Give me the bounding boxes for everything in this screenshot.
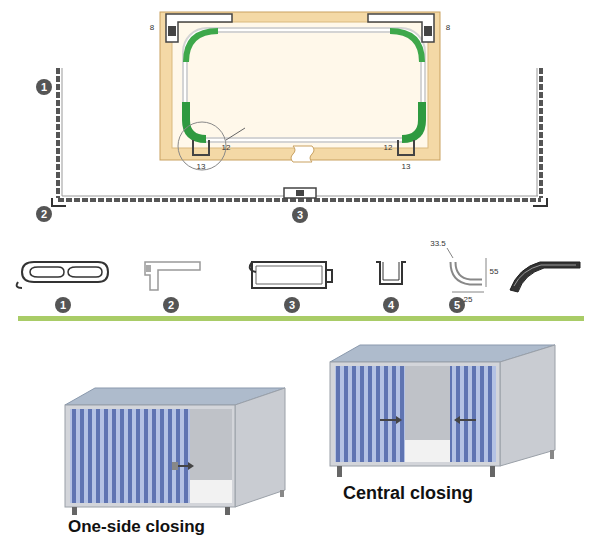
dimension-label: 55 bbox=[490, 268, 499, 276]
callout-circle: 1 bbox=[55, 297, 71, 313]
callout-number: 4 bbox=[388, 300, 394, 311]
dimension-label: 13 bbox=[402, 163, 411, 171]
callout-number: 1 bbox=[41, 82, 47, 93]
dimension-label: 12 bbox=[384, 144, 393, 152]
callout-number: 5 bbox=[454, 300, 460, 311]
callout-number: 1 bbox=[60, 300, 66, 311]
dimension-label: 8 bbox=[446, 24, 450, 32]
callout-circle: 3 bbox=[284, 297, 300, 313]
callout-number: 2 bbox=[41, 209, 47, 220]
dimension-label: 8 bbox=[150, 24, 154, 32]
callout-circle: 1 bbox=[36, 79, 52, 95]
callout-circle: 5 bbox=[449, 297, 465, 313]
callout-circle: 2 bbox=[163, 297, 179, 313]
dimension-label: 12 bbox=[222, 144, 231, 152]
dimension-label: 33.5 bbox=[430, 240, 446, 248]
callout-circle: 2 bbox=[36, 206, 52, 222]
caption-label: Central closing bbox=[343, 484, 473, 502]
dimension-label: 25 bbox=[464, 296, 473, 304]
callout-circle: 4 bbox=[383, 297, 399, 313]
callout-number: 3 bbox=[297, 210, 303, 221]
caption-label: One-side closing bbox=[68, 518, 205, 535]
dimension-label: 13 bbox=[197, 163, 206, 171]
callout-number: 3 bbox=[289, 300, 295, 311]
callout-circle: 3 bbox=[292, 207, 308, 223]
callout-number: 2 bbox=[168, 300, 174, 311]
